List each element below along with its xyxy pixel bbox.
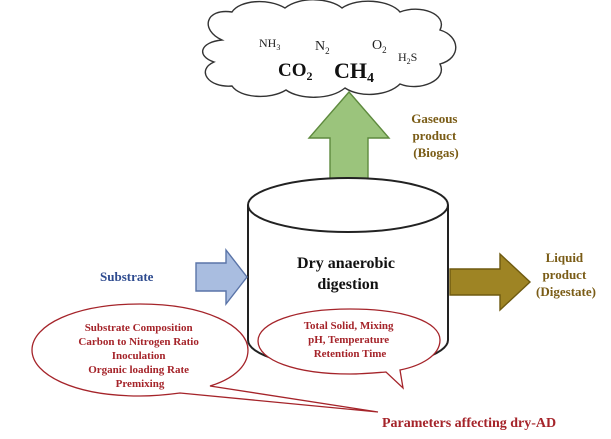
- outer-parameters-bubble: [31, 303, 379, 413]
- biogas-cloud: [202, 0, 457, 98]
- biogas-arrow: [307, 90, 391, 181]
- digester-label: Dry anaerobic digestion: [297, 255, 399, 293]
- gaseous-product-label: Gaseous product (Biogas): [411, 111, 460, 160]
- inner-parameters-bubble: [257, 308, 441, 390]
- digester-top: [247, 177, 449, 233]
- substrate-arrow: [195, 247, 248, 307]
- gas-nh3: NH3: [259, 36, 280, 52]
- gas-ch4: CH4: [334, 58, 374, 86]
- inner-parameters-list: Total Solid, Mixing pH, Temperature Rete…: [304, 320, 397, 360]
- digestate-arrow: [449, 252, 532, 312]
- gas-co2: CO2: [278, 60, 313, 83]
- liquid-product-label: Liquid product (Digestate): [536, 250, 596, 299]
- parameters-title: Parameters affecting dry-AD: [382, 416, 556, 431]
- gas-o2: O2: [372, 38, 387, 55]
- outer-parameters-list: Substrate Composition Carbon to Nitrogen…: [78, 322, 201, 390]
- gas-h2s: H2S: [398, 50, 417, 66]
- substrate-label: Substrate: [100, 269, 154, 284]
- gas-n2: N2: [315, 39, 330, 56]
